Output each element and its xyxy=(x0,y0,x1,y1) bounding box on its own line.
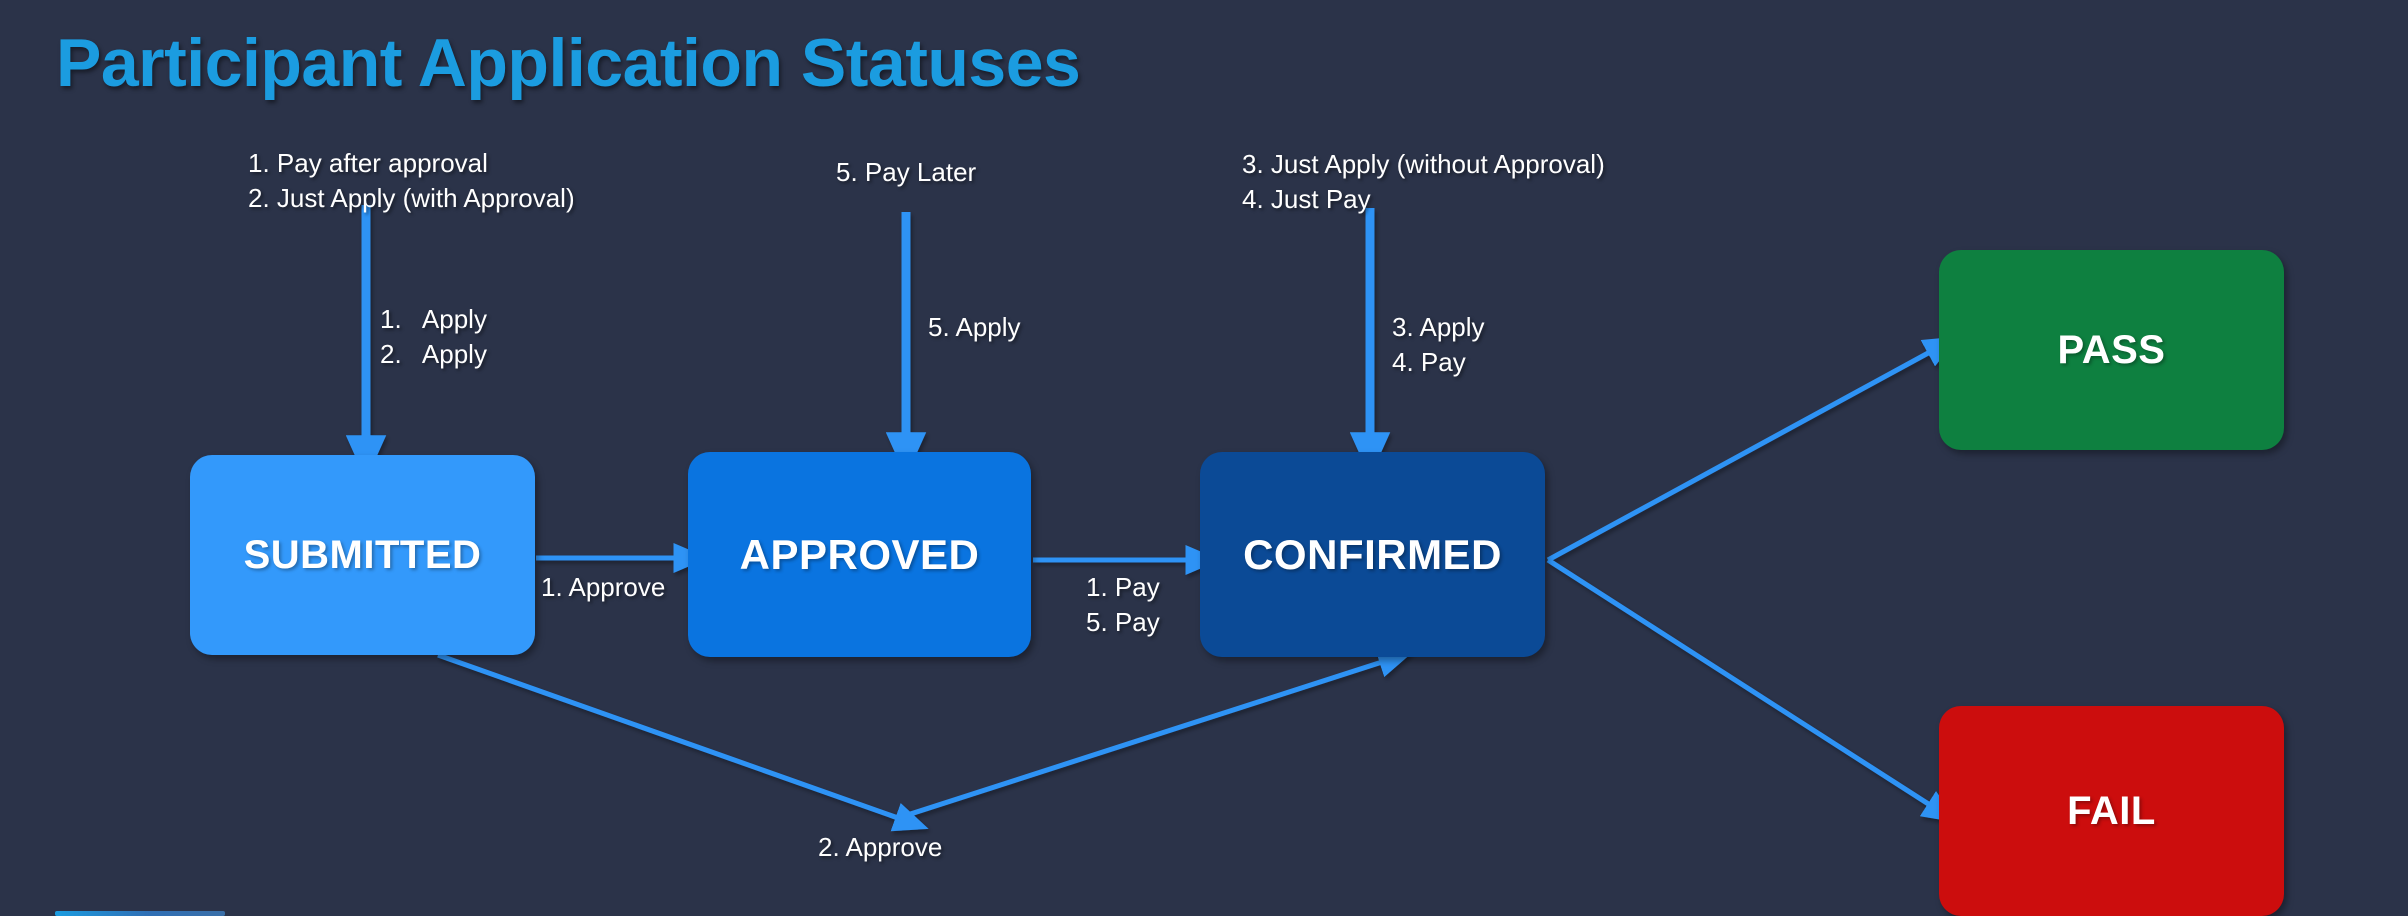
page-title: Participant Application Statuses xyxy=(56,25,1081,101)
status-box-fail-label: FAIL xyxy=(2067,788,2156,833)
status-box-approved-label: APPROVED xyxy=(739,530,980,578)
scenario-note-group-1: 1. Pay after approval 2. Just Apply (wit… xyxy=(248,148,575,213)
transition-label-pay-1-5: 1. Pay 5. Pay xyxy=(1086,572,1160,637)
transition-label-approve-1: 1. Approve xyxy=(541,572,666,602)
status-box-approved[interactable]: APPROVED xyxy=(688,452,1031,657)
scenario-note-group-5: 5. Pay Later xyxy=(836,157,977,187)
status-box-confirmed-label: CONFIRMED xyxy=(1243,530,1502,578)
scenario-note-group-34: 3. Just Apply (without Approval) 4. Just… xyxy=(1242,149,1605,214)
entry-label-step-1: 1. Apply 2. Apply xyxy=(380,304,487,369)
status-box-submitted-label: SUBMITTED xyxy=(243,532,482,577)
status-box-pass-label: PASS xyxy=(2057,327,2166,372)
status-box-confirmed[interactable]: CONFIRMED xyxy=(1200,452,1545,657)
transition-label-approve-2: 2. Approve xyxy=(818,832,943,862)
bottom-accent-bar xyxy=(55,911,225,916)
status-box-fail[interactable]: FAIL xyxy=(1939,706,2284,916)
entry-label-step-5: 5. Apply xyxy=(928,312,1021,342)
status-box-submitted[interactable]: SUBMITTED xyxy=(190,455,535,655)
entry-label-step-34: 3. Apply 4. Pay xyxy=(1392,312,1485,377)
status-box-pass[interactable]: PASS xyxy=(1939,250,2284,450)
